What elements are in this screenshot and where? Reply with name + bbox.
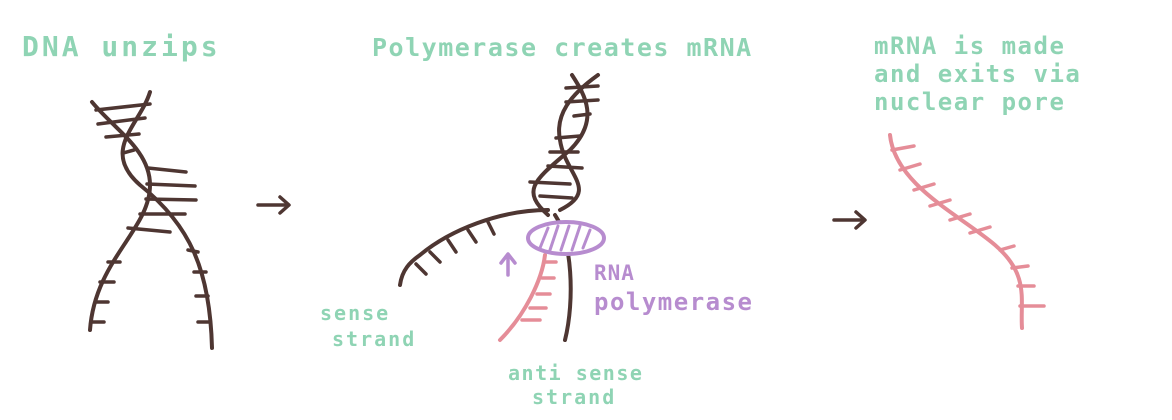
dna-strand-top-left — [557, 73, 600, 212]
arrow-up-icon — [499, 252, 517, 277]
mrna-strand-forming — [498, 253, 558, 342]
dna-transcription-bubble — [398, 73, 600, 342]
panel-3-title-line-3: nuclear pore — [874, 88, 1065, 116]
mrna-strand — [888, 133, 1046, 330]
dna-base-pairs-top — [528, 84, 600, 200]
panel-3-title-line-1: mRNA is made — [874, 32, 1065, 60]
dna-strand-right — [120, 90, 214, 350]
rna-polymerase-label-line-1: RNA — [594, 261, 635, 285]
anti-sense-strand-label-line-2: strand — [532, 385, 616, 409]
anti-sense-strand-label-line-1: anti sense — [508, 361, 643, 385]
rna-polymerase-label-line-2: polymerase — [594, 288, 754, 316]
panel-2-title: Polymerase creates mRNA — [372, 33, 753, 62]
arrow-right-icon — [256, 195, 291, 215]
sense-strand-ticks — [414, 220, 496, 276]
dna-double-helix — [88, 90, 214, 350]
sense-strand-line — [398, 208, 550, 287]
panel-3-title-line-2: and exits via — [874, 60, 1081, 88]
arrow-right-icon — [832, 210, 867, 230]
panel-1-title: DNA unzips — [22, 30, 221, 63]
dna-base-pairs — [90, 102, 212, 324]
rna-polymerase-enzyme — [526, 220, 606, 256]
sense-strand-label-line-1: sense — [320, 301, 390, 325]
sense-strand-label-line-2: strand — [332, 327, 416, 351]
dna-strand-top-right — [531, 73, 590, 217]
